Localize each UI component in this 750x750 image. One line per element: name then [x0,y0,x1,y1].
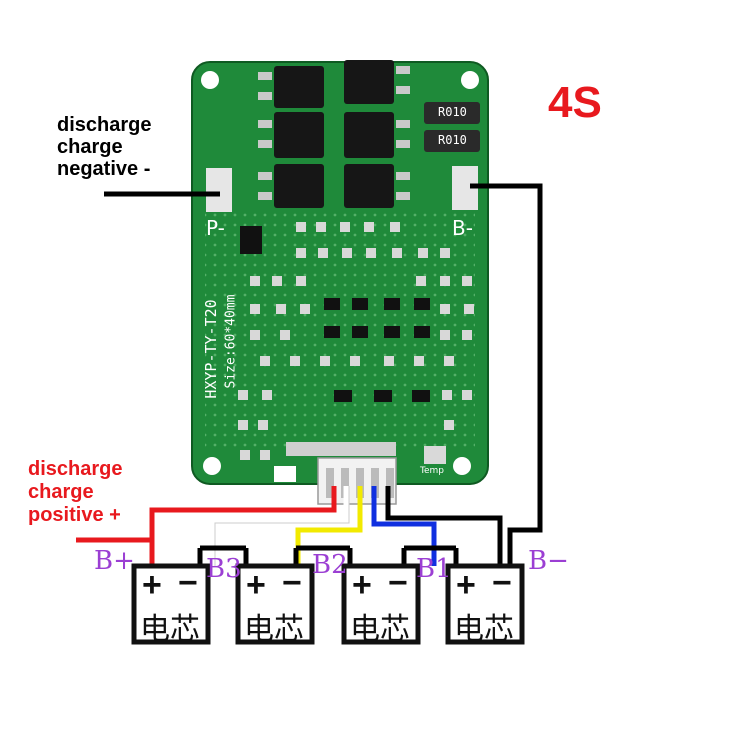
smd-components [238,222,474,460]
pad-p-minus [206,168,232,212]
node-label-b2: B2 [312,550,348,580]
cell-plus-sign: + [142,566,162,604]
shunt-resistor [424,102,480,124]
board-model-silk: HXYP-TY-T20 [202,299,220,399]
cell-plus-sign: + [352,566,372,604]
battery-cell-2 [235,563,315,645]
temp-label: Temp [420,466,444,476]
cell-label: 电芯 [350,612,410,647]
positive-label-line: positive + [28,504,121,526]
battery-cell-1 [131,563,211,645]
mosfet [274,112,324,158]
mount-hole [203,457,221,475]
cell-minus-sign: − [178,564,198,602]
positive-label-line: charge [28,481,94,503]
wire-balance-b-minus [385,486,503,566]
cell-plus-sign: + [456,566,476,604]
temp-pad [424,446,446,464]
cell-plus-sign: + [246,566,266,604]
mosfet [344,164,394,208]
series-count-title: 4S [548,78,602,127]
mount-hole [201,71,219,89]
cell-minus-sign: − [388,564,408,602]
negative-label-line: negative - [57,158,151,180]
cell-label: 电芯 [140,612,200,647]
resistor-marking: R010 [438,105,467,119]
positive-label-line: discharge [28,458,123,480]
cell-label: 电芯 [454,612,514,647]
mosfet [344,60,394,104]
ic-chip [240,226,262,254]
node-label-b1: B1 [416,554,452,584]
wire-balance-b3-outline [214,486,350,566]
negative-label-line: charge [57,136,123,158]
wire-b-minus [470,183,543,566]
small-pad [274,466,296,482]
negative-label-line: discharge [57,114,152,136]
shunt-resistor [424,130,480,152]
wire-balance-b-plus [149,486,337,566]
battery-cell-4 [445,563,525,645]
mosfet [274,164,324,208]
pad-label-b-minus: B- [452,216,473,240]
mosfet-group [258,60,410,208]
node-label-b-plus: B+ [94,546,135,576]
cell-minus-sign: − [492,564,512,602]
wire-balance-b1 [371,486,437,566]
battery-cell-3 [341,563,421,645]
wire-balance-b3 [209,486,349,566]
cell-label: 电芯 [244,612,304,647]
board-size-silk: Size:60*40mm [223,294,239,389]
mount-hole [461,71,479,89]
smd-ics [324,298,430,402]
mosfet [344,112,394,158]
positive-terminal-label: discharge charge positive + [28,458,122,527]
negative-terminal-label: discharge charge negative - [57,114,151,180]
node-label-b-minus: B− [528,546,569,576]
pad-label-p-minus: P- [206,216,225,240]
node-label-b3: B3 [206,554,242,584]
resistor-marking: R010 [438,133,467,147]
balance-header-pads [286,442,396,456]
mosfet [274,66,324,108]
cell-minus-sign: − [282,564,302,602]
mount-hole [453,457,471,475]
